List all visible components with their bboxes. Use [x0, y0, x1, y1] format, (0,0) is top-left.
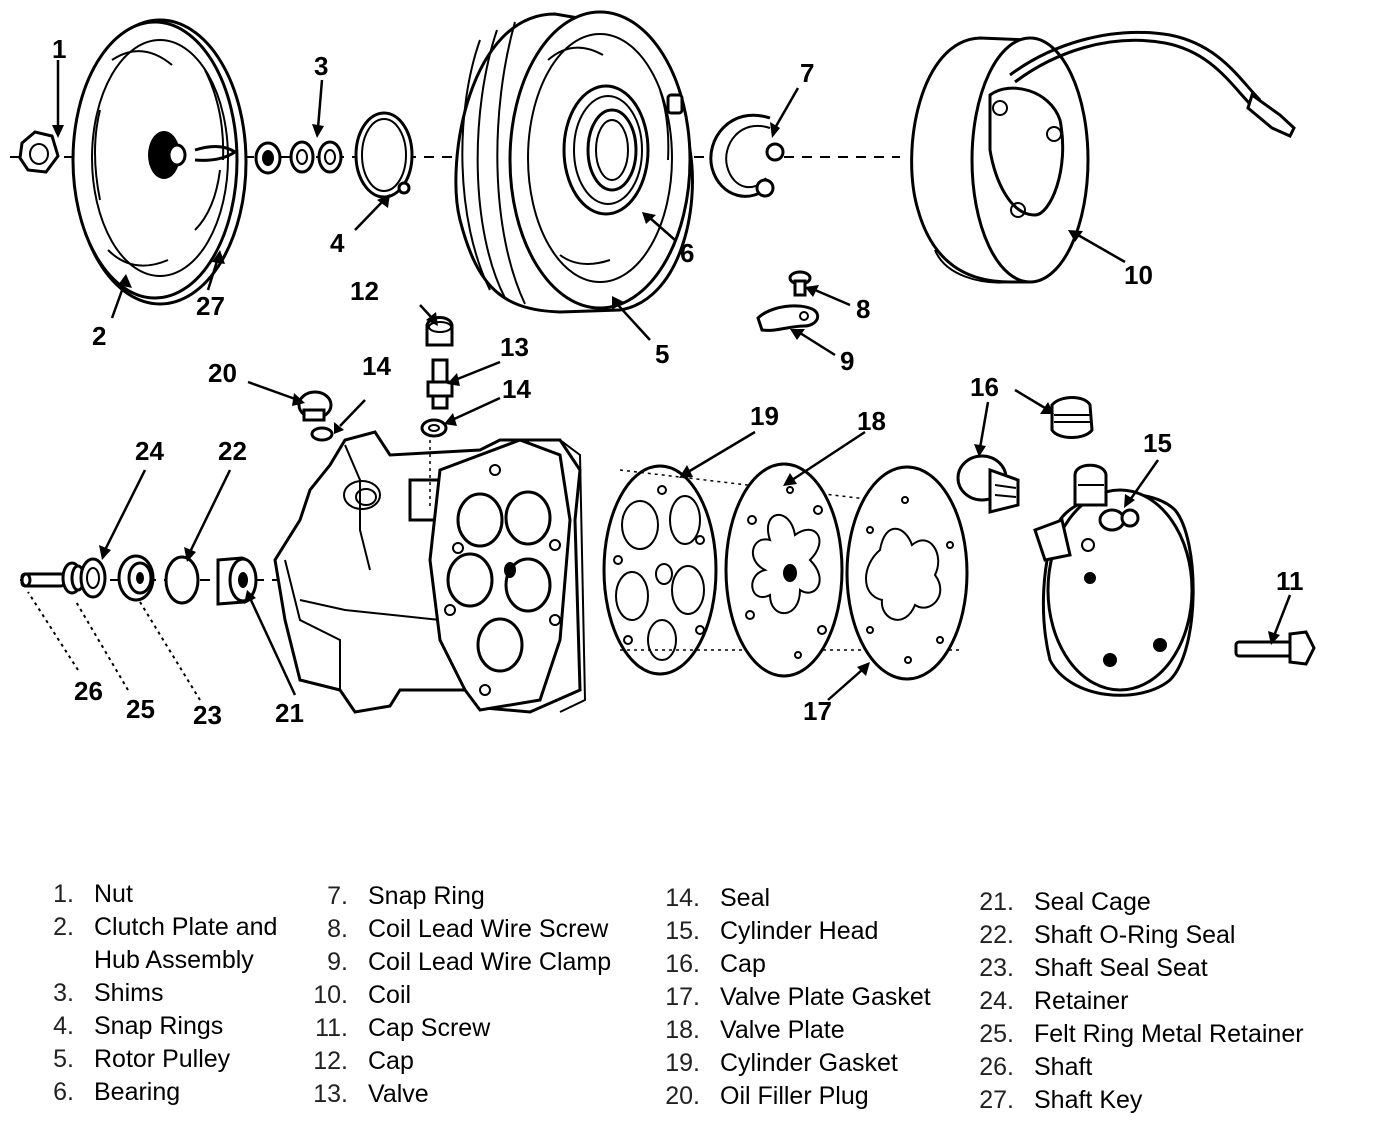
legend-item: 9.Coil Lead Wire Clamp [327, 948, 612, 976]
oil-filler-plug-part [297, 390, 334, 442]
compressor-body-part [273, 430, 587, 714]
callout-8: 8 [856, 294, 870, 324]
callout-18: 18 [857, 406, 886, 436]
legend-column-3: 14.Seal 15.Cylinder Head 16.Cap 17.Valve… [644, 882, 931, 1113]
callout-6: 6 [680, 238, 694, 268]
callout-14-right: 14 [502, 374, 531, 404]
legend-item: 26.Shaft [979, 1053, 1093, 1081]
legend-item: 21.Seal Cage [979, 888, 1151, 916]
cap-screw-part [1234, 630, 1316, 666]
callout-21: 21 [275, 698, 304, 728]
nut-part [18, 130, 60, 174]
callout-1: 1 [52, 34, 66, 64]
callout-9: 9 [840, 346, 854, 376]
legend-item: 8.Coil Lead Wire Screw [327, 915, 609, 943]
callout-24: 24 [135, 436, 164, 466]
callout-labels: 1 2 3 4 5 6 7 8 9 10 11 12 13 14 14 15 1… [52, 34, 1304, 730]
legend-item: 12.Cap [313, 1047, 414, 1075]
cap-16-upper-part [1050, 396, 1094, 439]
callout-5: 5 [655, 339, 669, 369]
cylinder-head-part [1033, 463, 1195, 697]
callout-27: 27 [196, 291, 225, 321]
legend-item: 24.Retainer [979, 987, 1129, 1015]
retainer-part [79, 557, 107, 599]
legend-item: 10.Coil [313, 981, 412, 1009]
shaft-o-ring-part [164, 555, 200, 605]
legend-item: 5.Rotor Pulley [53, 1045, 231, 1073]
legend-column-4: 21.Seal Cage 22.Shaft O-Ring Seal 23.Sha… [958, 886, 1304, 1117]
callout-12: 12 [350, 276, 379, 306]
legend-item: 15.Cylinder Head [665, 917, 879, 945]
gasket-dotted-top [619, 469, 961, 511]
callout-20: 20 [208, 358, 237, 388]
legend-item: 14.Seal [665, 884, 771, 912]
valve-plate-gasket-part [845, 465, 969, 681]
callout-23: 23 [193, 700, 222, 730]
legend-item: 1.Nut [53, 880, 133, 908]
valve-13-part [426, 358, 454, 410]
cylinder-gasket-part [602, 464, 718, 676]
legend-item: 20.Oil Filler Plug [665, 1082, 869, 1110]
legend-item: 7.Snap Ring [327, 882, 485, 910]
seal-cage-part [216, 556, 258, 606]
shaft-seal-seat-part [117, 554, 155, 602]
callout-25: 25 [126, 694, 155, 724]
legend-item: 11.Cap Screw [315, 1014, 491, 1042]
callout-2: 2 [92, 321, 106, 351]
legend-column-1: 1.Nut 2.Clutch Plate and Hub Assembly 3.… [18, 878, 277, 1109]
legend-item: 27.Shaft Key [979, 1086, 1143, 1114]
snap-ring-7-part [709, 113, 785, 198]
legend-item: 22.Shaft O-Ring Seal [979, 921, 1236, 949]
legend-item: 18.Valve Plate [665, 1016, 845, 1044]
legend-item: 3.Shims [53, 979, 164, 1007]
snap-ring-4-part [354, 111, 414, 199]
legend-item: 6.Bearing [53, 1078, 181, 1106]
callout-22: 22 [218, 436, 247, 466]
clutch-plate-part [71, 18, 248, 306]
callout-15: 15 [1143, 428, 1172, 458]
valve-plate-part [724, 462, 844, 678]
legend-item: 13.Valve [313, 1080, 429, 1108]
legend-item: 4.Snap Rings [53, 1012, 224, 1040]
cap-16-lower-part [956, 454, 1020, 514]
legend-item: 17.Valve Plate Gasket [665, 983, 931, 1011]
coil-lead-clamp-part [756, 304, 820, 332]
leader-lines [27, 60, 1292, 701]
legend-column-2: 7.Snap Ring 8.Coil Lead Wire Screw 9.Coi… [292, 880, 611, 1111]
legend-item: 2.Clutch Plate and [53, 913, 278, 941]
callout-10: 10 [1124, 260, 1153, 290]
callout-16: 16 [970, 372, 999, 402]
exploded-compressor-diagram: 1 2 3 4 5 6 7 8 9 10 11 12 13 14 14 15 1… [10, 10, 1316, 730]
callout-3: 3 [314, 51, 328, 81]
callout-11: 11 [1276, 566, 1304, 596]
callout-7: 7 [800, 58, 814, 88]
legend-item-continued: Hub Assembly [94, 946, 254, 974]
coil-part [910, 30, 1296, 284]
callout-17: 17 [803, 696, 832, 726]
shaft-part [20, 572, 66, 588]
legend-item: 16.Cap [665, 950, 766, 978]
callout-26: 26 [74, 676, 103, 706]
callout-19: 19 [750, 401, 779, 431]
callout-4: 4 [330, 228, 345, 258]
legend-item: 25.Felt Ring Metal Retainer [979, 1020, 1304, 1048]
callout-13: 13 [500, 332, 529, 362]
seal-14-part [420, 418, 448, 438]
coil-lead-screw-part [788, 270, 812, 297]
legend-item: 23.Shaft Seal Seat [979, 954, 1208, 982]
legend-item: 19.Cylinder Gasket [665, 1049, 898, 1077]
shims-part [254, 140, 343, 175]
rotor-pulley-part [454, 10, 694, 314]
callout-14-left: 14 [362, 351, 391, 381]
